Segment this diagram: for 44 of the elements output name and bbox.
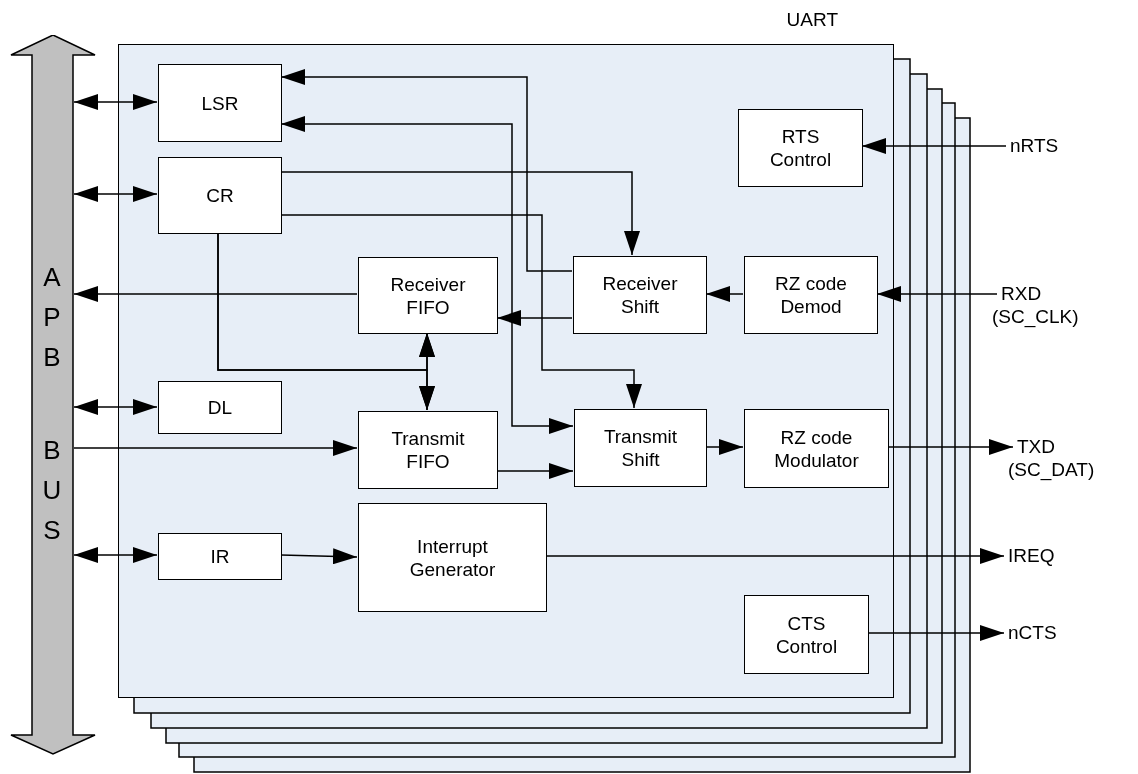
signal-label: nRTS: [1010, 135, 1059, 156]
arrow: [861, 138, 1007, 154]
arrow: [73, 399, 158, 415]
signal-label: (SC_DAT): [1008, 459, 1095, 480]
signal-label: (SC_CLK): [992, 306, 1079, 327]
arrow: [73, 286, 358, 302]
signal-label: IREQ: [1008, 545, 1055, 566]
arrow: [705, 286, 744, 302]
arrow: [867, 625, 1005, 641]
block-box: RTS Control: [738, 109, 863, 187]
arrow: [73, 440, 358, 456]
block-box: Interrupt Generator: [358, 503, 547, 612]
arrow: [73, 547, 158, 563]
arrow: [280, 548, 358, 565]
signal-label: TXD: [1017, 436, 1055, 457]
block-box: CTS Control: [744, 595, 869, 674]
block-box: Transmit Shift: [574, 409, 707, 487]
block-box: Receiver FIFO: [358, 257, 498, 334]
arrow: [419, 332, 435, 411]
signal-label: RXD: [1001, 283, 1042, 304]
bus-label: BUS: [41, 434, 63, 547]
arrow: [887, 439, 1014, 455]
arrow: [705, 439, 744, 455]
signal-label: nCTS: [1008, 622, 1057, 643]
arrow: [73, 186, 158, 202]
block-box: RZ code Modulator: [744, 409, 889, 488]
arrow: [73, 94, 158, 110]
block-box: DL: [158, 381, 282, 434]
arrow: [280, 214, 642, 409]
arrow: [876, 286, 998, 302]
arrow: [496, 463, 574, 479]
block-box: CR: [158, 157, 282, 234]
bus-label: APB: [42, 261, 62, 374]
module-title: UART: [786, 9, 838, 30]
arrow: [280, 171, 640, 256]
arrow: [280, 69, 573, 272]
block-box: IR: [158, 533, 282, 580]
block-box: RZ code Demod: [744, 256, 878, 334]
block-box: LSR: [158, 64, 282, 142]
block-box: Receiver Shift: [573, 256, 707, 334]
arrow: [545, 548, 1005, 564]
arrow: [280, 116, 574, 434]
arrow: [496, 310, 573, 326]
block-box: Transmit FIFO: [358, 411, 498, 489]
